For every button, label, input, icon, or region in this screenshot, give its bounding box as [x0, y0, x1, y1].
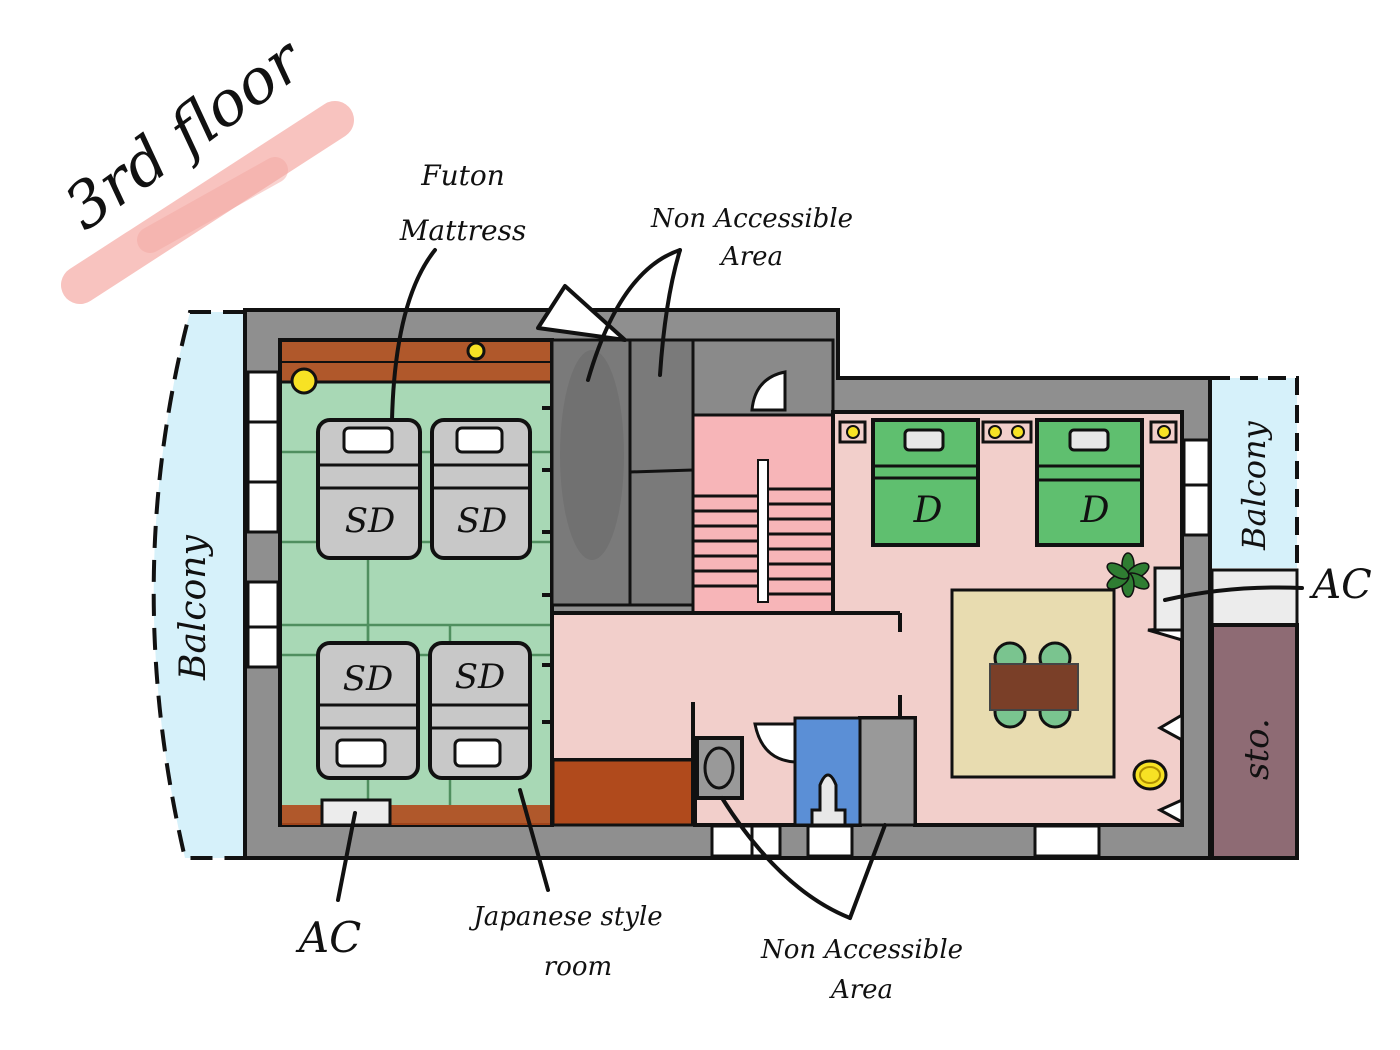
entrance-door-icon[interactable] — [536, 284, 627, 342]
ac-label-right: AC — [1308, 562, 1372, 608]
storage-room[interactable] — [1210, 623, 1299, 860]
futon-mattress[interactable]: SD — [430, 418, 532, 560]
south-windows — [710, 824, 1101, 858]
futon-label-line1: Futon — [420, 159, 505, 192]
window-marker — [1156, 797, 1184, 825]
west-balcony[interactable] — [153, 312, 245, 858]
west-balcony-label: Balcony — [173, 535, 214, 681]
futon-label: SD — [343, 659, 394, 699]
leader-lines — [336, 248, 1304, 920]
non-accessible-top-line1: Non Accessible — [650, 204, 853, 234]
ceiling-light-icon — [466, 341, 486, 361]
window-marker — [1156, 712, 1184, 743]
non-accessible-bottom-line2: Area — [829, 975, 893, 1005]
double-bed[interactable]: D — [871, 418, 980, 547]
east-balcony[interactable] — [1212, 378, 1297, 568]
futon-label: SD — [455, 657, 506, 697]
dining-table — [989, 663, 1079, 711]
plant-icon — [1106, 552, 1150, 598]
futon-mattress[interactable]: SD — [428, 641, 532, 780]
bed-label: D — [913, 490, 943, 531]
stair-steps — [693, 487, 833, 596]
title-highlight — [61, 101, 354, 304]
toilet-icon — [810, 773, 847, 827]
door-swing-icon — [750, 370, 787, 412]
bedside-lamps — [838, 420, 1178, 444]
japanese-room-label-line2: room — [544, 952, 612, 982]
east-balcony-label: Balcony — [1235, 420, 1273, 551]
japanese-room-label-line1: Japanese style — [468, 902, 662, 932]
futon-mattress[interactable]: SD — [316, 641, 420, 780]
east-windows — [1182, 438, 1211, 537]
storage-label: sto. — [1237, 718, 1277, 780]
ac-label-bottom-left: AC — [295, 913, 361, 962]
rug — [950, 588, 1116, 779]
non-accessible-area-bottom — [858, 716, 917, 827]
west-windows — [246, 370, 280, 669]
futon-label: SD — [345, 501, 396, 541]
futon-label: SD — [457, 501, 508, 541]
ac-unit-outdoor — [1210, 568, 1299, 627]
futon-label-line2: Mattress — [399, 214, 527, 247]
non-accessible-top-line2: Area — [719, 242, 783, 272]
wooden-cabinet — [551, 758, 695, 827]
double-bed[interactable]: D — [1035, 418, 1144, 547]
futon-mattress[interactable]: SD — [316, 418, 422, 560]
bed-label: D — [1080, 490, 1110, 531]
non-accessible-bottom-line1: Non Accessible — [760, 935, 963, 965]
ceiling-light-icon — [290, 367, 318, 395]
